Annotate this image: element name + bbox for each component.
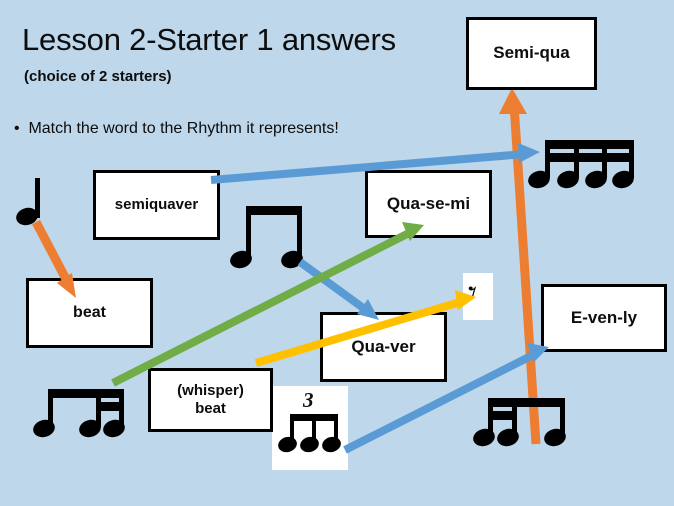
answer-box-semiquaver[interactable]: semiquaver (93, 170, 220, 240)
note-head (495, 426, 521, 449)
note-stem (560, 398, 565, 436)
answer-box-beat[interactable]: beat (26, 278, 153, 348)
answer-box-qua-ver[interactable]: Qua-ver (320, 312, 447, 382)
rhythm-mixed-beamed-group (471, 398, 568, 458)
note-head (471, 426, 497, 449)
note-stem (48, 389, 53, 427)
answer-box-qua-se-mi[interactable]: Qua-se-mi (365, 170, 492, 238)
note-stem (312, 414, 316, 444)
answer-box-label: Semi-qua (493, 43, 570, 63)
note-stem (334, 414, 338, 444)
note-stem (246, 206, 251, 258)
answer-box-semi-qua[interactable]: Semi-qua (466, 17, 597, 90)
note-beam-secondary (545, 153, 634, 162)
note-head (298, 434, 321, 455)
note-stem (545, 140, 550, 178)
answer-box-label: semiquaver (114, 196, 199, 214)
instruction-text: Match the word to the Rhythm it represen… (28, 120, 339, 137)
note-stem (602, 140, 607, 178)
note-stem (629, 140, 634, 178)
note-beam (246, 206, 302, 215)
note-head (320, 434, 343, 455)
note-stem (297, 206, 302, 258)
page-title: Lesson 2-Starter 1 answers (22, 22, 396, 57)
rhythm-crotchet-two-quavers (31, 389, 127, 449)
note-stem (574, 140, 579, 178)
answer-box-label: Qua-se-mi (386, 193, 471, 213)
rhythm-crotchet-single (14, 178, 44, 228)
answer-box-label: Qua-ver (351, 336, 416, 356)
rhythm-four-semiquavers (526, 140, 639, 198)
note-head (31, 417, 57, 440)
note-stem (35, 178, 40, 218)
answer-box-e-ven-ly[interactable]: E-ven-ly (541, 284, 667, 352)
note-beam-secondary (96, 402, 124, 411)
note-stem (290, 414, 294, 444)
answer-box-label: (whisper) beat (177, 382, 244, 417)
note-beam (545, 140, 634, 149)
note-beam (48, 389, 124, 398)
rhythm-quaver-pair (228, 206, 308, 282)
note-beam (488, 398, 565, 407)
triplet-figure-3: 3 (303, 388, 314, 412)
quaver-rest-symbol: 𝄾 (468, 273, 478, 313)
answer-box-label: beat (73, 303, 106, 321)
answer-box-whisper-beat[interactable]: (whisper) beat (148, 368, 273, 432)
page-subtitle: (choice of 2 starters) (24, 68, 172, 85)
note-stem (119, 389, 124, 427)
note-stem (96, 389, 101, 427)
rhythm-triplet (276, 414, 343, 464)
arrow-orange-notes-to-semi-qua (499, 88, 541, 445)
instruction-bullet: • Match the word to the Rhythm it repres… (14, 120, 339, 138)
answer-box-label: E-ven-ly (570, 307, 638, 327)
bullet-marker-icon: • (14, 120, 20, 137)
